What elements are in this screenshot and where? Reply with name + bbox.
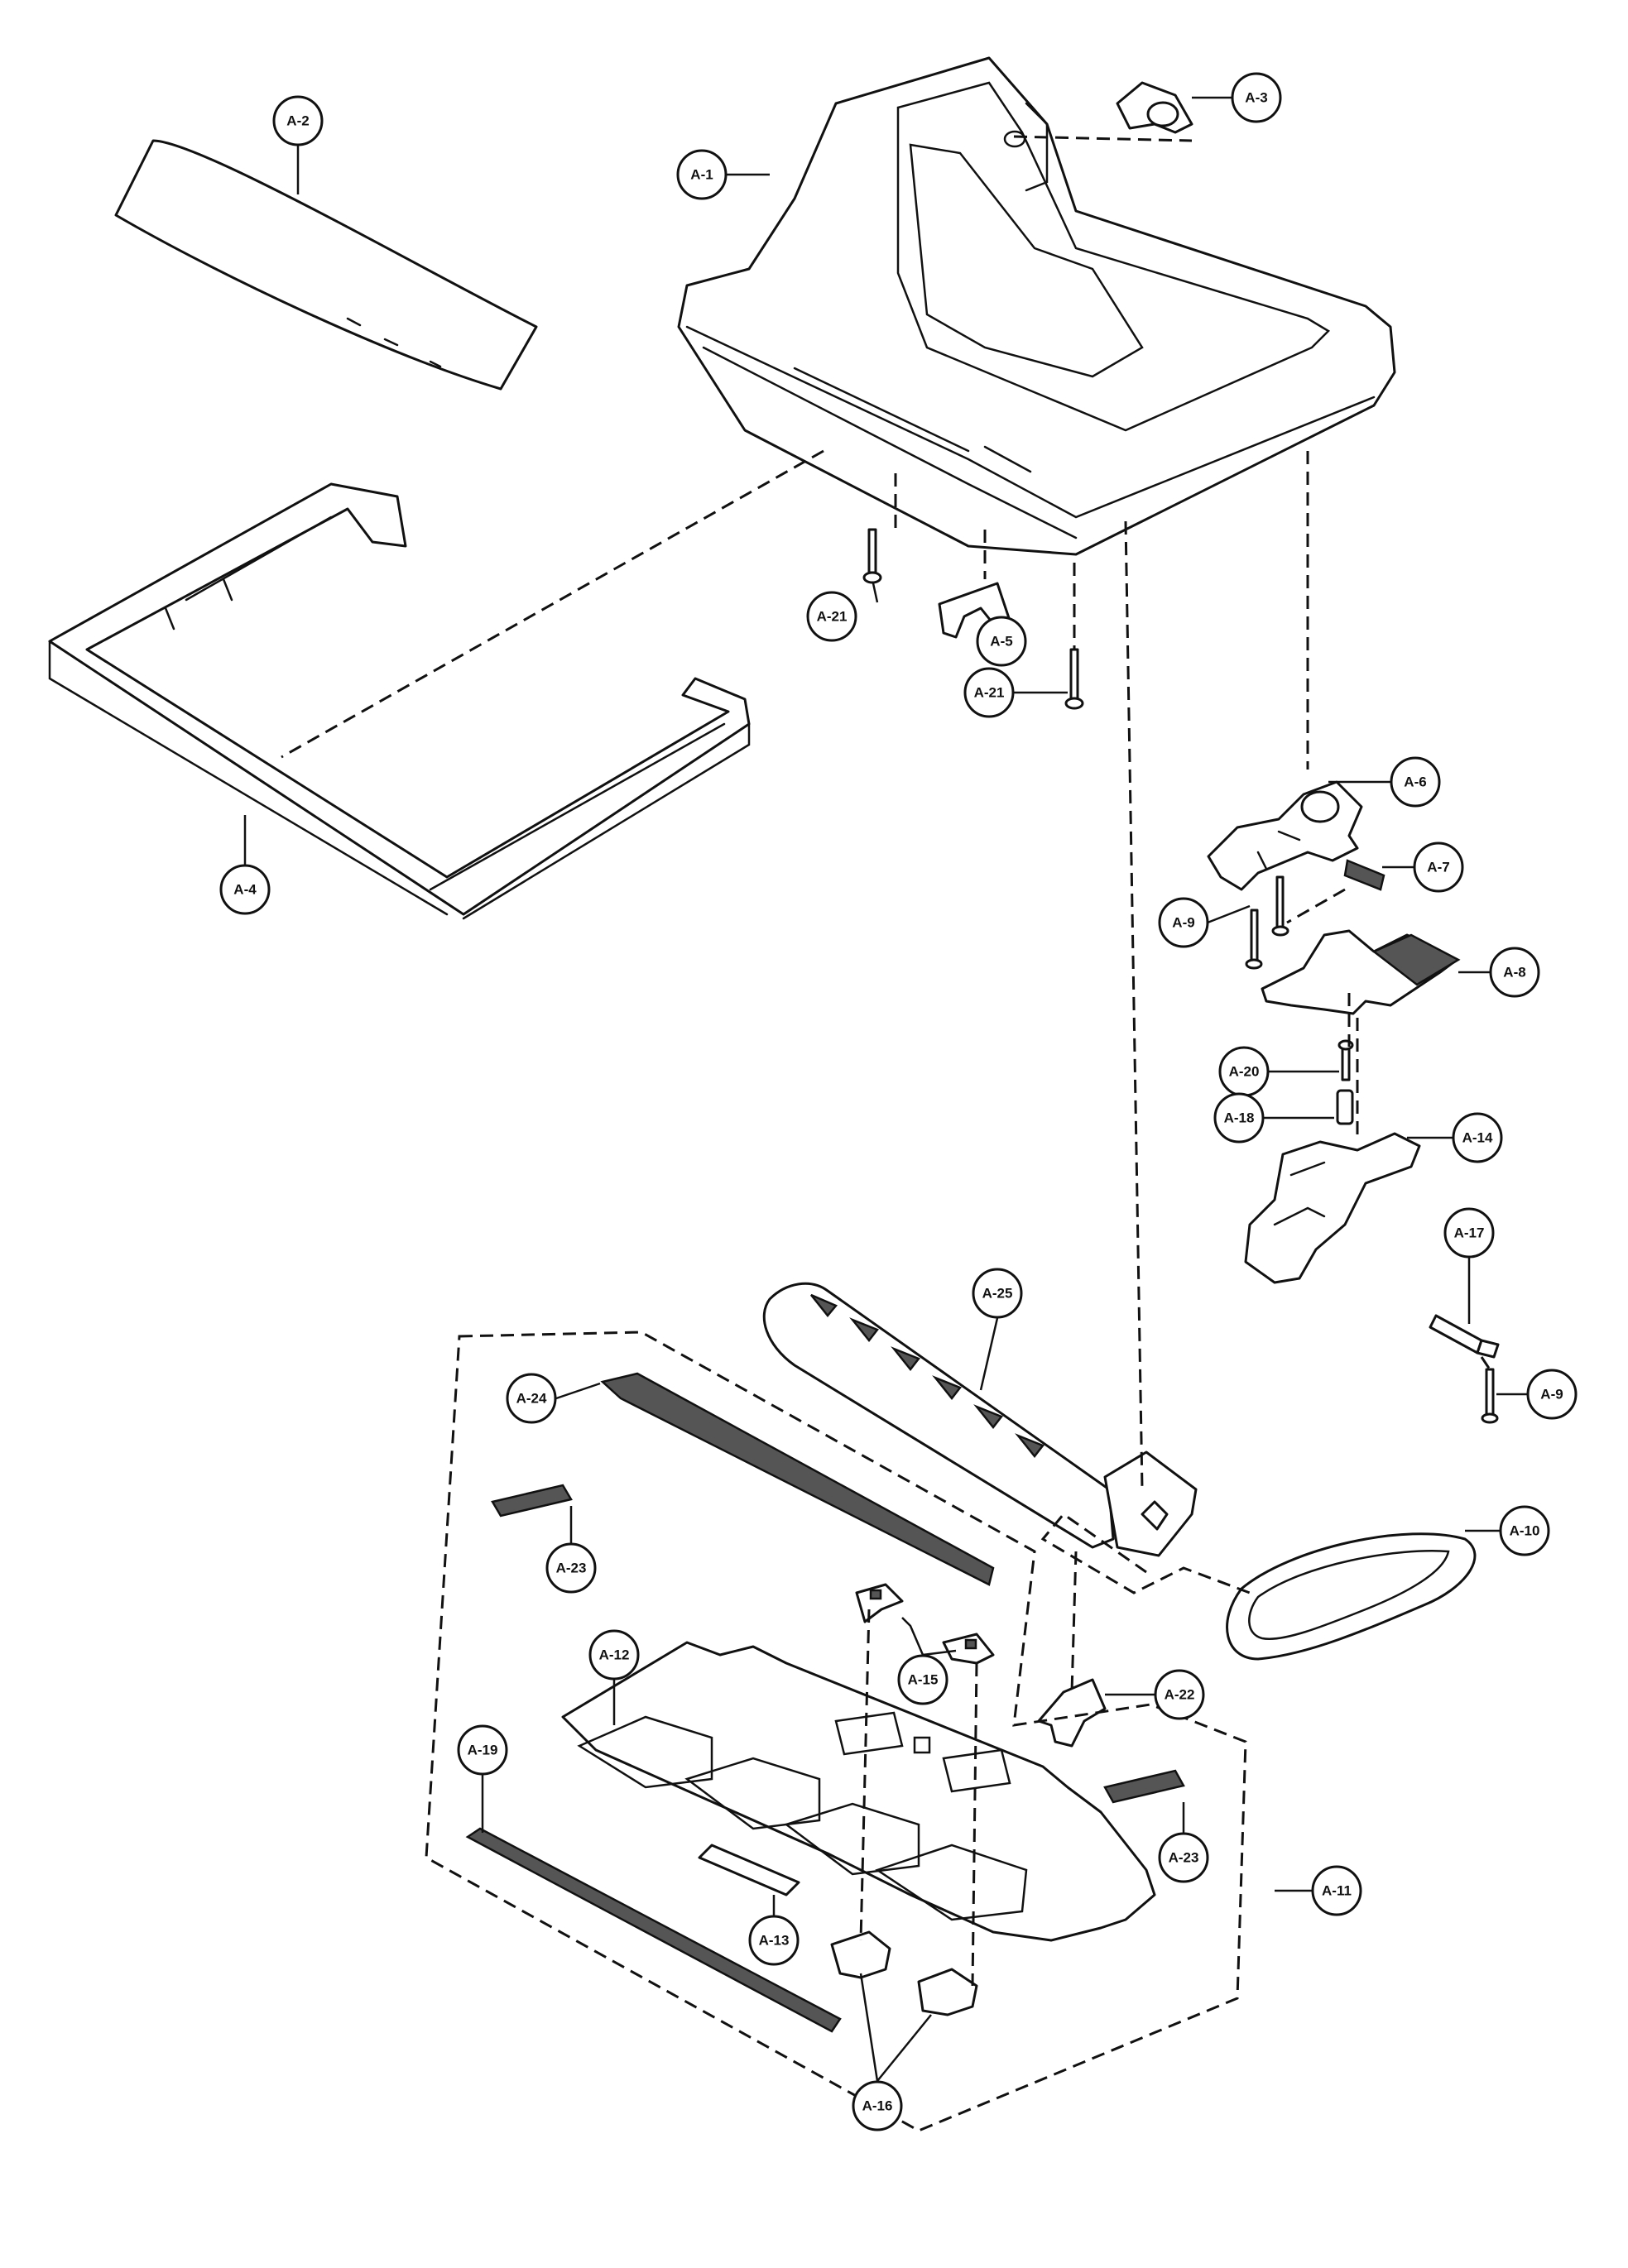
part-brush-roll	[762, 1282, 1198, 1557]
part-knob	[1116, 81, 1193, 134]
callout-a6: A-6	[1390, 756, 1441, 808]
part-wheel-holder-right	[917, 1968, 978, 2016]
callout-a1-text: A-1	[690, 167, 713, 183]
part-seal-block-left	[491, 1484, 573, 1518]
callout-a23-left-text: A-23	[556, 1561, 587, 1576]
callout-a1: A-1	[676, 149, 728, 200]
callout-a20: A-20	[1218, 1046, 1270, 1097]
part-spring	[1343, 859, 1385, 891]
part-small-clip-left	[855, 1583, 904, 1623]
callout-a16-text: A-16	[862, 2098, 893, 2114]
part-screw-upper	[862, 528, 882, 584]
callout-a11: A-11	[1311, 1865, 1362, 1916]
callout-a12: A-12	[588, 1629, 640, 1681]
callout-a3-text: A-3	[1245, 90, 1267, 106]
callout-a23-left: A-23	[545, 1542, 597, 1594]
callout-a10-text: A-10	[1510, 1523, 1540, 1539]
callout-a13-text: A-13	[759, 1933, 790, 1949]
callout-a25-text: A-25	[982, 1286, 1013, 1302]
part-pedal-bracket	[1207, 780, 1363, 891]
callout-a21-left-text: A-21	[817, 609, 848, 625]
callout-a4-text: A-4	[233, 882, 257, 898]
part-lever	[1244, 1132, 1421, 1284]
part-pedal	[1261, 929, 1461, 1015]
part-wheel-holder-left	[830, 1930, 891, 1979]
callout-a2: A-2	[272, 95, 324, 146]
callout-a21-left: A-21	[806, 591, 857, 642]
callout-a20-text: A-20	[1229, 1064, 1260, 1080]
callout-a7-text: A-7	[1427, 860, 1449, 875]
callout-a13: A-13	[748, 1915, 800, 1966]
callout-a25: A-25	[972, 1268, 1023, 1319]
leader-lines	[243, 96, 1527, 2082]
callout-a21-right: A-21	[963, 667, 1015, 718]
callout-a22: A-22	[1154, 1669, 1205, 1720]
callout-a9-top-text: A-9	[1172, 915, 1194, 931]
callout-a9-top: A-9	[1158, 897, 1209, 948]
part-screw-lower	[1064, 648, 1084, 710]
callout-a18: A-18	[1213, 1092, 1265, 1144]
callout-a24-text: A-24	[516, 1391, 547, 1407]
part-bumper-frame	[48, 482, 751, 920]
callout-a12-text: A-12	[599, 1647, 630, 1663]
part-strip-upper	[600, 1372, 995, 1586]
callout-a23-right: A-23	[1158, 1832, 1209, 1883]
callout-a16: A-16	[852, 2080, 903, 2131]
callout-a23-right-text: A-23	[1169, 1850, 1199, 1866]
part-pin	[1336, 1089, 1354, 1125]
callout-a5-text: A-5	[990, 634, 1012, 650]
callout-a22-text: A-22	[1165, 1687, 1195, 1703]
part-strip-lower	[465, 1827, 842, 2033]
part-belt	[1226, 1532, 1477, 1661]
part-small-clip-right	[942, 1633, 995, 1665]
callout-a18-text: A-18	[1224, 1110, 1255, 1126]
callout-a14-text: A-14	[1462, 1130, 1493, 1146]
callout-a3: A-3	[1231, 72, 1282, 123]
callout-a19: A-19	[457, 1724, 508, 1776]
callout-a24: A-24	[506, 1373, 557, 1424]
part-clip	[938, 582, 1011, 639]
part-shaft	[1429, 1314, 1500, 1359]
callout-a5: A-5	[976, 616, 1027, 667]
part-label	[698, 1844, 800, 1896]
part-seal-block-right	[1103, 1769, 1185, 1804]
part-base-plate	[561, 1641, 1156, 1942]
callout-a8-text: A-8	[1503, 965, 1525, 981]
callout-a11-text: A-11	[1322, 1883, 1352, 1899]
part-screw-pair	[1245, 875, 1289, 970]
callout-a9-bottom: A-9	[1526, 1369, 1578, 1420]
callout-a6-text: A-6	[1404, 774, 1426, 790]
callout-a19-text: A-19	[468, 1743, 498, 1758]
part-hood-housing	[677, 56, 1396, 556]
callout-a21-right-text: A-21	[974, 685, 1005, 701]
callout-a9-bottom-text: A-9	[1540, 1387, 1563, 1403]
part-screw-small	[1337, 1039, 1354, 1081]
callout-a8: A-8	[1489, 947, 1540, 998]
callout-a7: A-7	[1413, 842, 1464, 893]
part-cover-panel	[114, 139, 538, 391]
callout-a4: A-4	[219, 864, 271, 915]
callout-a17: A-17	[1443, 1207, 1495, 1259]
callout-a2-text: A-2	[286, 113, 309, 129]
assembly-guide-lines	[281, 135, 1491, 2132]
callout-a14: A-14	[1452, 1112, 1503, 1163]
callout-a10: A-10	[1499, 1505, 1550, 1556]
callout-a17-text: A-17	[1454, 1225, 1485, 1241]
part-screw-bottom	[1481, 1368, 1499, 1424]
callout-a15-text: A-15	[908, 1672, 939, 1688]
callout-a15: A-15	[897, 1654, 948, 1705]
part-bracket	[1037, 1678, 1107, 1748]
